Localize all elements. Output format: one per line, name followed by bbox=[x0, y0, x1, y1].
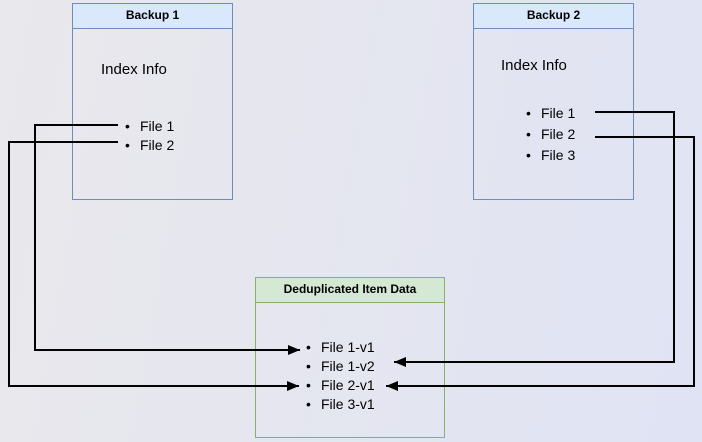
list-item: File 1-v2 bbox=[306, 357, 375, 376]
backup2-box: Backup 2 Index Info File 1 File 2 File 3 bbox=[473, 3, 634, 200]
list-item: File 1 bbox=[125, 117, 174, 136]
backup2-subtitle: Index Info bbox=[501, 57, 567, 74]
list-item: File 2-v1 bbox=[306, 376, 375, 395]
backup1-file-list: File 1 File 2 bbox=[125, 117, 174, 155]
backup1-subtitle: Index Info bbox=[101, 61, 167, 78]
dedup-box: Deduplicated Item Data File 1-v1 File 1-… bbox=[255, 277, 445, 438]
list-item: File 1 bbox=[526, 103, 575, 124]
list-item: File 3-v1 bbox=[306, 395, 375, 414]
list-item: File 2 bbox=[526, 124, 575, 145]
dedup-title: Deduplicated Item Data bbox=[256, 278, 444, 303]
dedup-item-list: File 1-v1 File 1-v2 File 2-v1 File 3-v1 bbox=[306, 338, 375, 414]
backup1-box: Backup 1 Index Info File 1 File 2 bbox=[72, 3, 233, 200]
list-item: File 1-v1 bbox=[306, 338, 375, 357]
backup2-file-list: File 1 File 2 File 3 bbox=[526, 103, 575, 166]
list-item: File 3 bbox=[526, 145, 575, 166]
backup1-title: Backup 1 bbox=[73, 4, 232, 29]
backup2-title: Backup 2 bbox=[474, 4, 633, 29]
list-item: File 2 bbox=[125, 136, 174, 155]
